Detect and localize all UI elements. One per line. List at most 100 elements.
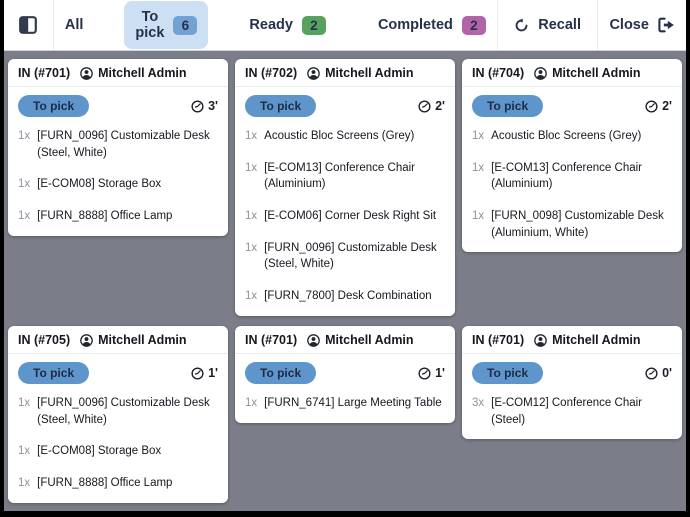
product-name: Acoustic Bloc Screens (Grey) [264,130,415,142]
filter-tab-all[interactable]: All [54,9,95,41]
product-name: [E-COM13] Conference Chair (Aluminium) [491,161,642,191]
tab-label: Ready [249,17,293,33]
picking-card[interactable]: IN (#701) Mitchell Admin To pick [8,59,228,236]
picking-card-body: To pick 2' 1x Acoustic Bloc Screens (Gre… [462,87,682,252]
product-quantity: 1x [18,477,31,490]
product-name: [FURN_7800] Desk Combination [264,290,432,303]
clock-icon [418,99,431,113]
clock-icon [645,366,658,380]
product-quantity: 1x [245,130,258,142]
tab-label: To pick [135,9,165,41]
product-line: 1x [FURN_8888] Office Lamp [18,468,218,500]
status-badge: To pick [18,95,90,117]
picking-card-header: IN (#702) Mitchell Admin [235,59,455,87]
picking-card-body: To pick 3' 1x [FURN_0096] Customizable D… [8,87,228,236]
product-line: 1x [FURN_0096] Customizable Desk (Steel,… [245,233,445,281]
elapsed-time: 0' [645,366,672,380]
product-line: 1x [FURN_7800] Desk Combination [245,281,445,313]
status-badge: To pick [472,362,544,384]
product-name: [E-COM13] Conference Chair (Aluminium) [264,161,415,191]
product-quantity: 1x [18,178,31,191]
elapsed-time-value: 2' [662,99,672,113]
product-line: 1x [FURN_0096] Customizable Desk (Steel,… [18,388,218,436]
picking-card-header: IN (#705) Mitchell Admin [8,326,228,354]
picking-card[interactable]: IN (#701) Mitchell Admin To pick [462,326,682,440]
picking-reference: IN (#701) [472,333,525,347]
filter-tab-ready[interactable]: Ready 2 [238,8,337,43]
picking-card-header: IN (#701) Mitchell Admin [235,326,455,354]
elapsed-time-value: 1' [208,366,218,380]
rotate-left-icon [514,18,529,33]
product-line: 1x [FURN_0096] Customizable Desk (Steel,… [18,121,218,169]
user-circle-icon [307,333,320,347]
user-circle-icon [80,66,93,80]
clock-icon [191,366,204,380]
product-quantity: 1x [245,397,258,409]
picking-card[interactable]: IN (#702) Mitchell Admin To pick [235,59,455,316]
filter-tab-to-pick[interactable]: To pick 6 [124,1,209,49]
product-name: [E-COM12] Conference Chair (Steel) [491,397,642,426]
clock-icon [418,366,431,380]
sidebar-toggle-button[interactable] [4,0,54,50]
responsible-name: Mitchell Admin [325,66,414,80]
product-quantity: 1x [245,241,258,254]
user-circle-icon [307,66,320,80]
product-name: [E-COM08] Storage Box [37,178,162,191]
product-line: 1x [E-COM13] Conference Chair (Aluminium… [245,153,445,201]
product-quantity: 1x [245,161,258,174]
product-lines: 1x Acoustic Bloc Screens (Grey) 1x [E-CO… [245,121,445,313]
tab-count-badge: 2 [461,15,486,35]
product-line: 1x [FURN_8888] Office Lamp [18,201,218,233]
product-quantity: 1x [472,130,485,142]
product-line: 1x Acoustic Bloc Screens (Grey) [472,121,672,153]
status-badge: To pick [472,95,544,117]
user-circle-icon [80,333,93,347]
picking-card-body: To pick 2' 1x Acoustic Bloc Screens (Gre… [235,87,455,316]
picking-card[interactable]: IN (#701) Mitchell Admin To pick [235,326,455,423]
status-row: To pick 3' [18,95,218,117]
product-name: [FURN_0096] Customizable Desk (Steel, Wh… [37,130,210,159]
clock-icon [645,99,658,113]
close-button[interactable]: Close [597,0,686,50]
product-line: 1x [E-COM06] Corner Desk Right Sit [245,201,445,233]
picking-card-header: IN (#701) Mitchell Admin [462,326,682,354]
sidebar-panel-icon [19,16,38,34]
picking-card-header: IN (#701) Mitchell Admin [8,59,228,87]
responsible-name: Mitchell Admin [552,333,641,347]
elapsed-time: 1' [418,366,445,380]
picking-card[interactable]: IN (#705) Mitchell Admin To pick [8,326,228,503]
picking-reference: IN (#705) [18,333,71,347]
picking-reference: IN (#701) [245,333,298,347]
status-badge: To pick [245,362,317,384]
kanban-board: IN (#701) Mitchell Admin To pick [4,51,686,511]
sign-out-icon [658,17,675,33]
product-lines: 1x Acoustic Bloc Screens (Grey) 1x [E-CO… [472,121,672,249]
elapsed-time: 1' [191,366,218,380]
product-lines: 1x [FURN_0096] Customizable Desk (Steel,… [18,388,218,500]
product-name: [FURN_8888] Office Lamp [37,210,173,223]
filter-tabs: All To pick 6 Ready 2 Completed 2 [54,0,497,50]
responsible-name: Mitchell Admin [98,66,187,80]
picking-reference: IN (#704) [472,66,525,80]
product-name: [FURN_0096] Customizable Desk (Steel, Wh… [37,397,210,426]
picking-card-body: To pick 1' 1x [FURN_0096] Customizable D… [8,354,228,503]
picking-card[interactable]: IN (#704) Mitchell Admin To pick [462,59,682,253]
product-name: Acoustic Bloc Screens (Grey) [491,130,642,142]
product-quantity: 1x [472,161,485,174]
user-circle-icon [534,333,547,347]
tab-count-badge: 2 [301,15,326,35]
close-label: Close [609,17,649,33]
recall-button[interactable]: Recall [496,0,598,50]
product-line: 3x [E-COM12] Conference Chair (Steel) [472,388,672,436]
picking-reference: IN (#702) [245,66,298,80]
product-quantity: 1x [245,210,258,223]
product-line: 1x [E-COM08] Storage Box [18,169,218,201]
app-frame: All To pick 6 Ready 2 Completed 2 Recall… [4,0,686,511]
product-name: [FURN_8888] Office Lamp [37,477,173,490]
tab-label: All [64,17,84,33]
product-name: [E-COM06] Corner Desk Right Sit [264,210,437,223]
filter-tab-completed[interactable]: Completed 2 [367,8,497,43]
picking-reference: IN (#701) [18,66,71,80]
user-circle-icon [534,66,547,80]
recall-label: Recall [538,17,581,33]
